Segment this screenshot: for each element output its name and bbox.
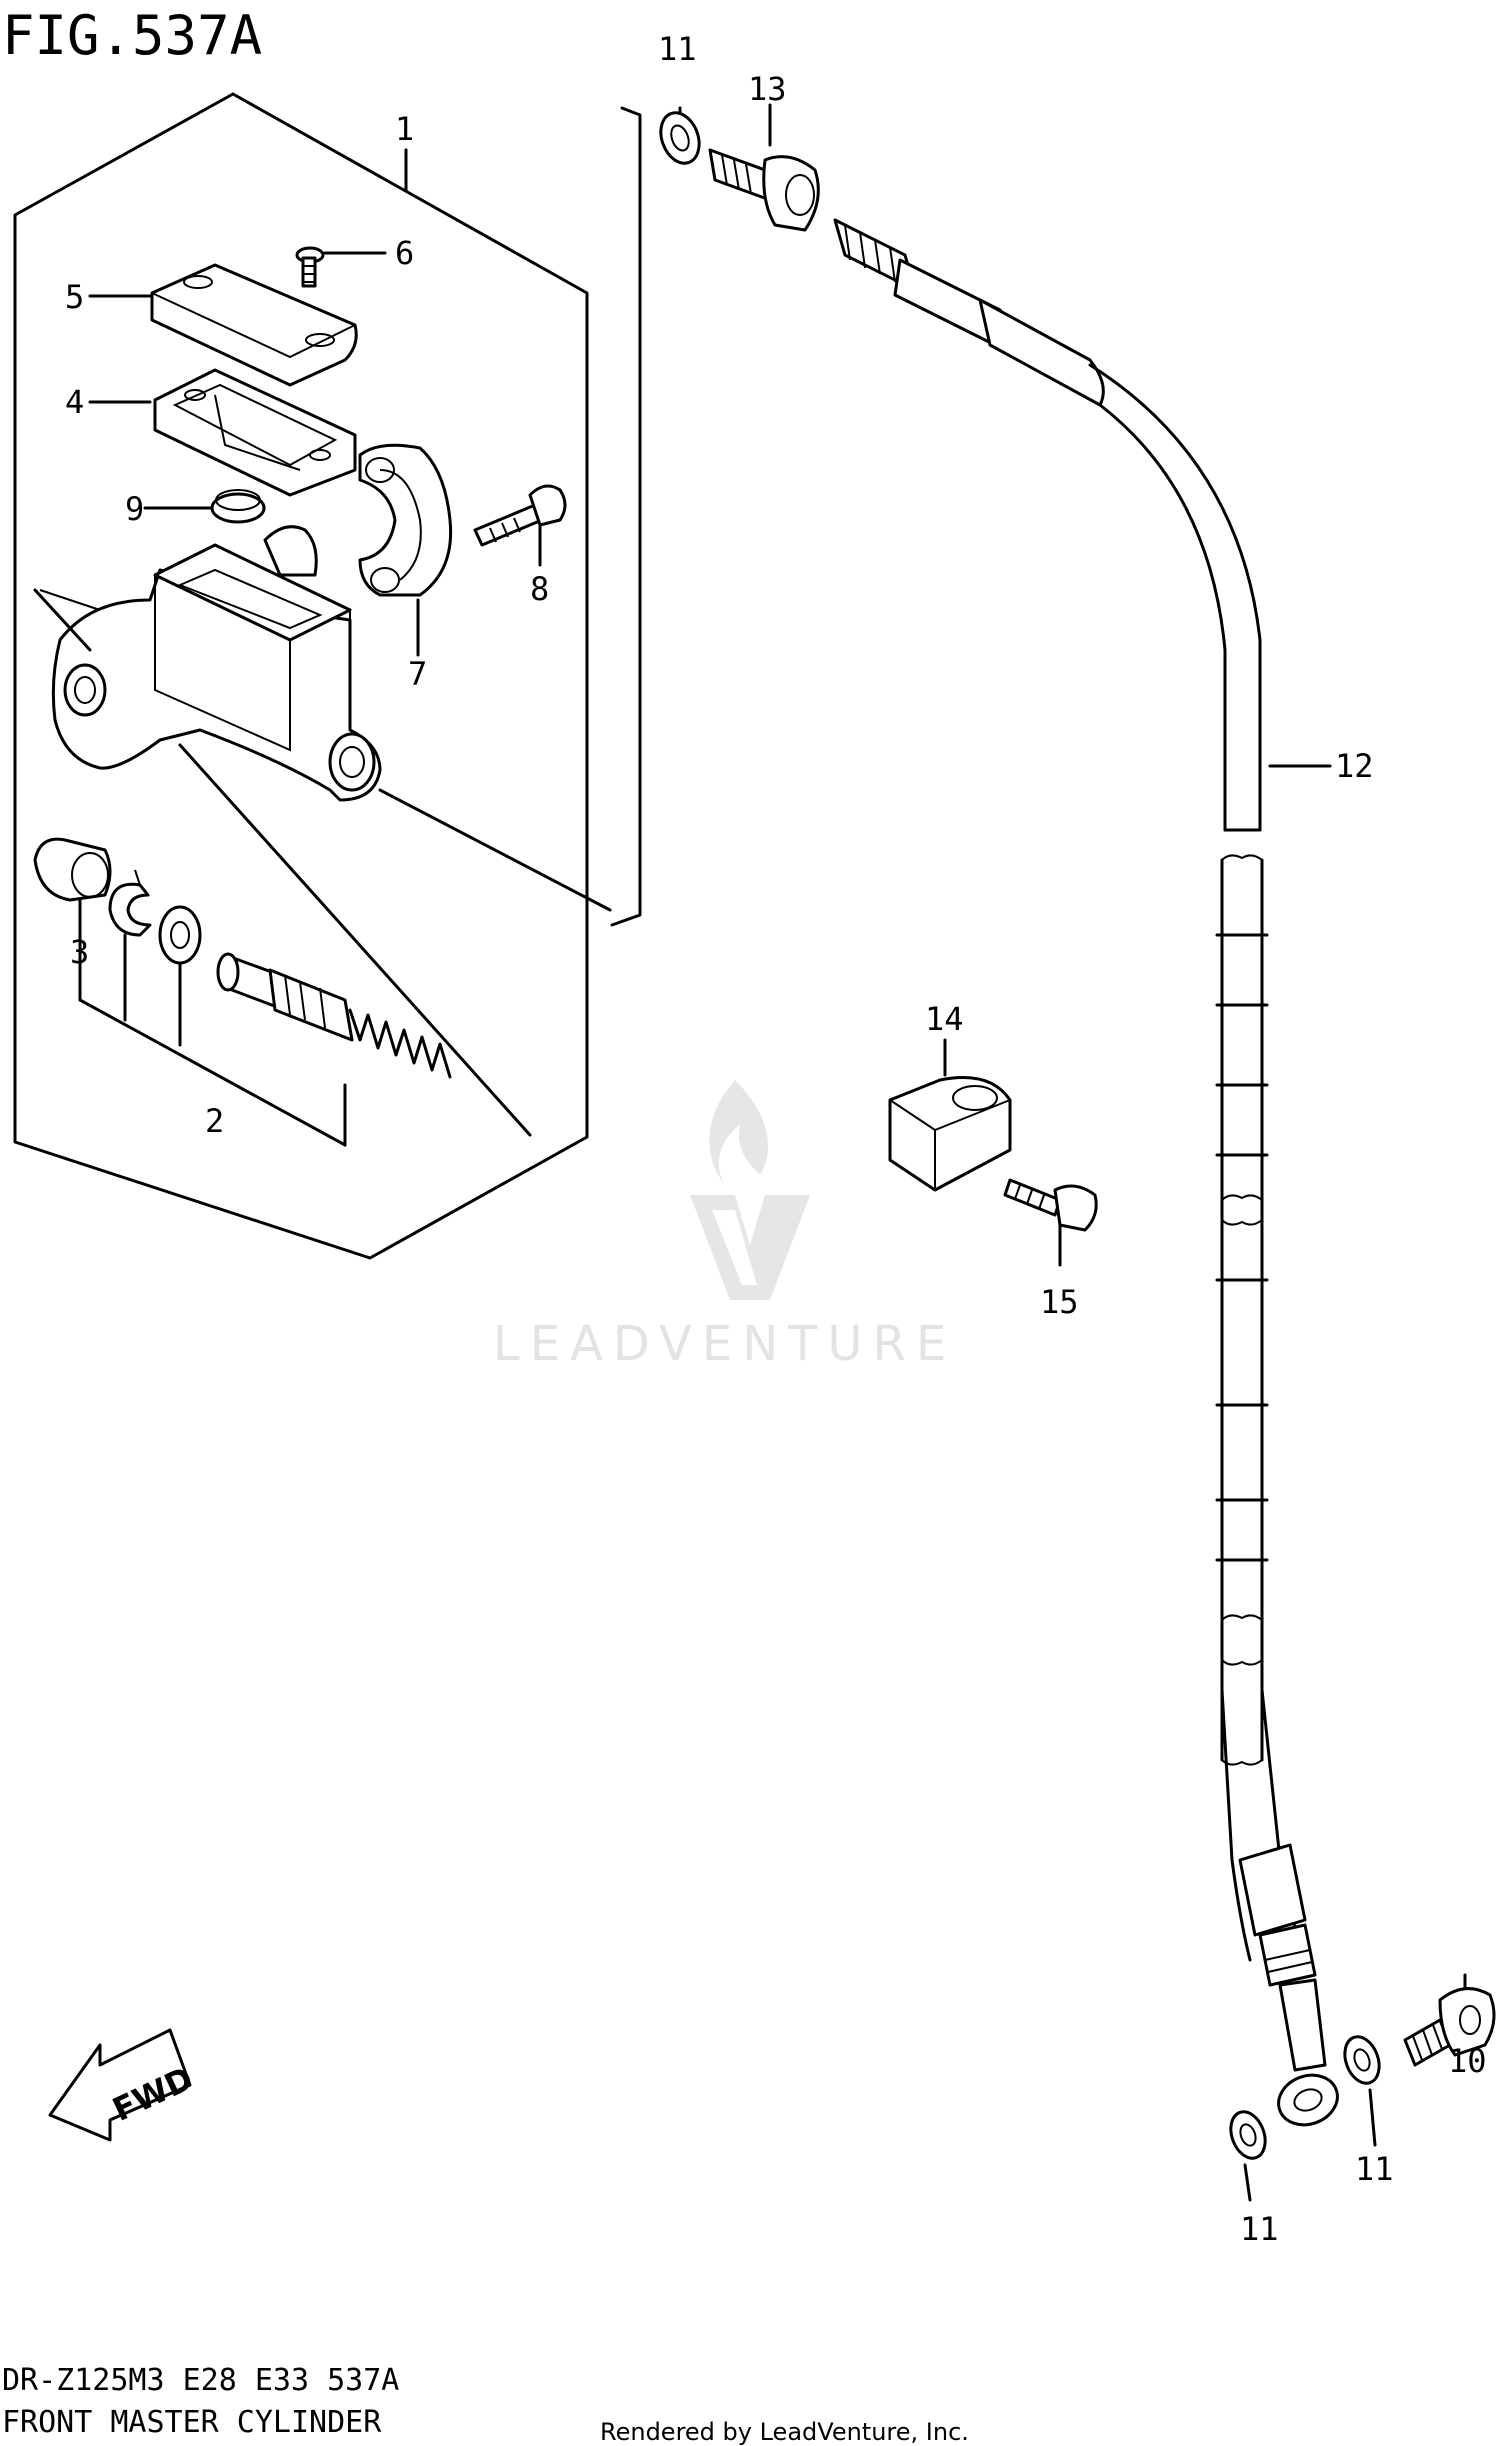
- callout-6: 6: [395, 234, 414, 272]
- figure-name: FRONT MASTER CYLINDER: [2, 2405, 382, 2440]
- circlip: [108, 869, 152, 937]
- banjo-bolt: [1403, 1987, 1496, 2067]
- leader-lines: [33, 103, 1467, 2202]
- callout-5: 5: [65, 278, 84, 316]
- callout-11-right: 11: [1355, 2150, 1394, 2188]
- v-logo-icon: [690, 1195, 810, 1300]
- callout-12: 12: [1335, 747, 1374, 785]
- brake-hose: [833, 218, 1339, 2127]
- callout-15: 15: [1040, 1283, 1079, 1321]
- flame-logo-icon: [709, 1080, 768, 1185]
- callout-10: 10: [1448, 2042, 1487, 2080]
- washer-bottom: [1229, 2110, 1267, 2160]
- callout-2: 2: [205, 1102, 224, 1140]
- clamp-screw: [1003, 1178, 1098, 1232]
- callout-9: 9: [125, 490, 144, 528]
- fwd-arrow-icon: FWD: [48, 2028, 199, 2142]
- cap-screw: [295, 246, 325, 288]
- callout-4: 4: [65, 383, 84, 421]
- grommet: [210, 489, 266, 524]
- callout-3: 3: [70, 933, 89, 971]
- callout-7: 7: [408, 655, 427, 693]
- union-bolt: [708, 148, 820, 232]
- diaphragm-plate: [153, 368, 357, 497]
- leadventure-watermark: LEADVENTURE: [493, 1080, 956, 1372]
- rendered-by: Rendered by LeadVenture, Inc.: [600, 2418, 969, 2446]
- callout-11-top: 11: [658, 30, 697, 68]
- washer-top: [659, 111, 701, 165]
- washer-right: [1343, 2035, 1381, 2085]
- handlebar-clamp: [358, 443, 453, 597]
- callout-1: 1: [395, 110, 414, 148]
- piston-washer: [158, 905, 202, 965]
- callout-11-bottom: 11: [1240, 2210, 1279, 2248]
- clamp-bolt: [473, 484, 567, 547]
- callout-14: 14: [925, 1000, 964, 1038]
- master-cylinder-body: [39, 525, 382, 802]
- model-line: DR-Z125M3 E28 E33 537A: [2, 2363, 399, 2398]
- piston-spring-set: [216, 952, 452, 1079]
- callout-8: 8: [530, 570, 549, 608]
- hose-clamp: [888, 1076, 1012, 1192]
- watermark-text: LEADVENTURE: [493, 1316, 956, 1372]
- figure-title: FIG.537A: [2, 4, 262, 67]
- piston-boot: [33, 837, 112, 902]
- callout-13: 13: [748, 70, 787, 108]
- reservoir-cap: [150, 263, 358, 387]
- callouts: 1 2 3 4 5 6 7 8 9 10 11 11 11 12 13 14 1…: [65, 30, 1487, 2248]
